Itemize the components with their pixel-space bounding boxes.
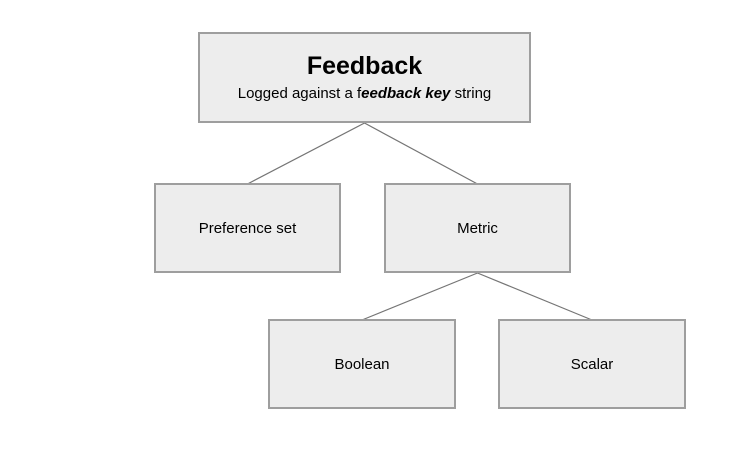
node-scalar: Scalar <box>498 319 686 409</box>
boolean-label: Boolean <box>334 355 390 373</box>
feedback-subtitle: Logged against a feedback key string <box>238 83 492 104</box>
connector-metric-to-scalar <box>477 272 593 321</box>
scalar-label: Scalar <box>570 355 614 373</box>
feedback-subtitle-suffix: string <box>450 85 492 102</box>
node-boolean: Boolean <box>268 319 456 409</box>
feedback-subtitle-prefix: Logged against a f <box>237 85 362 102</box>
connector-feedback-to-metric <box>364 122 478 185</box>
connector-feedback-to-preference-set <box>247 122 365 185</box>
feedback-subtitle-emphasis: eedback key <box>361 85 451 102</box>
connector-metric-to-boolean <box>361 272 478 321</box>
feedback-title: Feedback <box>306 52 423 80</box>
node-metric: Metric <box>384 183 571 273</box>
metric-label: Metric <box>457 219 498 237</box>
preference-set-label: Preference set <box>198 219 297 237</box>
node-preference-set: Preference set <box>154 183 341 273</box>
node-feedback: Feedback Logged against a feedback key s… <box>198 32 531 123</box>
